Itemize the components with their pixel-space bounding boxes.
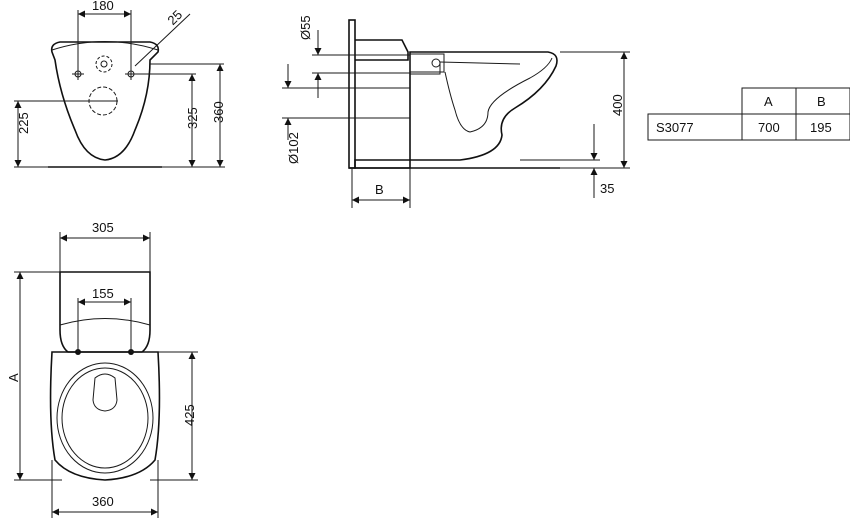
top-pan	[92, 373, 118, 412]
top-view: 305 155 A 425 360	[6, 220, 198, 518]
front-fixing-hole	[95, 55, 113, 73]
dim-425: 425	[182, 404, 197, 426]
dim-dia-102: Ø102	[286, 132, 301, 164]
table-cell-model: S3077	[656, 120, 694, 135]
dim-360: 360	[211, 101, 226, 123]
side-bowl-outline	[409, 51, 558, 161]
dim-35: 35	[600, 181, 614, 196]
top-bowl-outline	[49, 351, 161, 481]
top-seat-outer	[56, 362, 154, 474]
top-cistern-outline	[59, 271, 151, 353]
front-bowl-outline	[50, 41, 160, 161]
dim-400: 400	[610, 94, 625, 116]
dim-B: B	[375, 182, 384, 197]
side-wall	[348, 19, 356, 169]
dim-225: 225	[16, 112, 31, 134]
dim-305: 305	[92, 220, 114, 235]
table-cell-a: 700	[758, 120, 780, 135]
dim-25: 25	[164, 7, 185, 28]
dimension-table: A B S3077 700 195	[647, 87, 850, 141]
side-view: Ø55 Ø102 B 400 35	[282, 15, 630, 208]
dim-180: 180	[92, 0, 114, 13]
table-cell-b: 195	[810, 120, 832, 135]
dim-325: 325	[185, 107, 200, 129]
dim-360-bottom: 360	[92, 494, 114, 509]
front-view: 180 25 225 325 360	[14, 0, 226, 168]
dim-dia-55: Ø55	[298, 15, 313, 40]
table-header-b: B	[817, 94, 826, 109]
dim-A: A	[6, 373, 21, 382]
table-header-a: A	[764, 94, 773, 109]
dim-155: 155	[92, 286, 114, 301]
